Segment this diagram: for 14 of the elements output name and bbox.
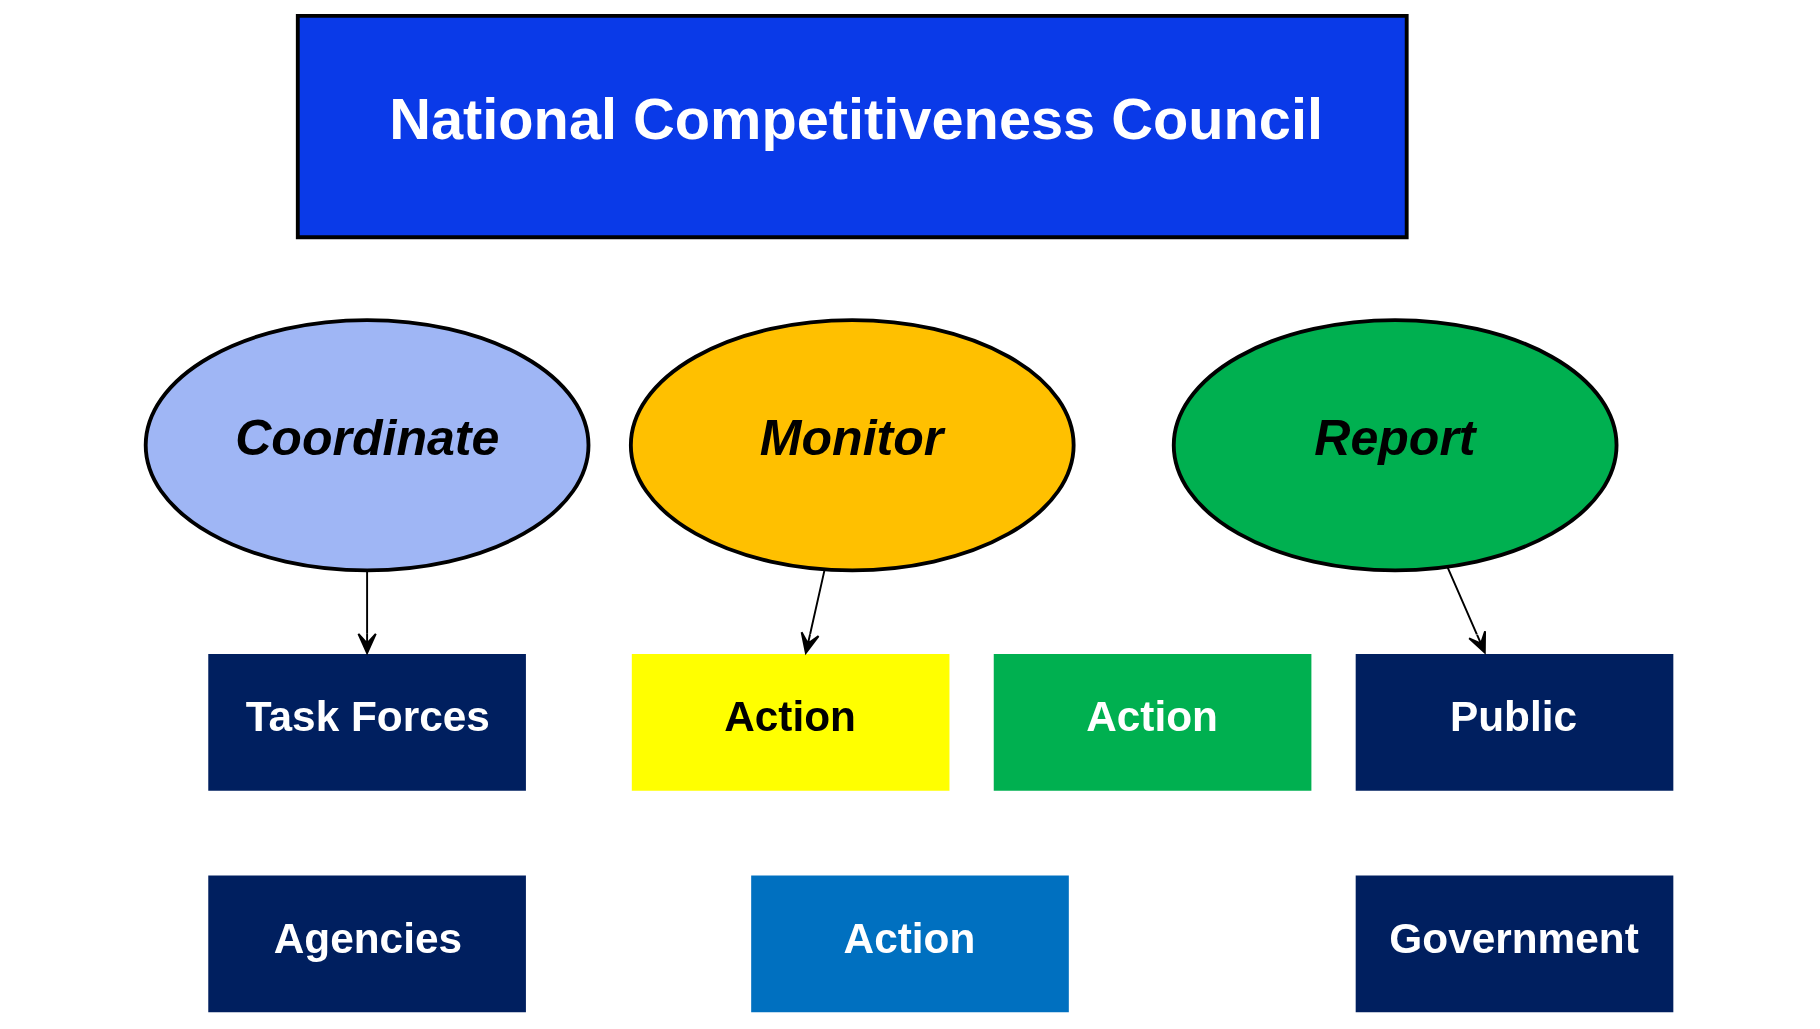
node-ellipse: Report — [1171, 318, 1619, 573]
node-box: Action — [749, 873, 1071, 1015]
node-box: Action — [991, 652, 1314, 793]
arrow — [1446, 566, 1486, 654]
node-ellipse: Monitor — [628, 318, 1076, 573]
node-box: Action — [629, 652, 952, 793]
arrow — [357, 570, 377, 655]
node-box: National Competitiveness Council — [295, 13, 1409, 240]
arrow — [800, 568, 826, 654]
node-box: Agencies — [206, 873, 528, 1015]
node-box: Task Forces — [206, 652, 528, 793]
node-box: Public — [1353, 652, 1676, 793]
node-box: Government — [1353, 873, 1676, 1015]
node-ellipse: Coordinate — [143, 318, 591, 573]
